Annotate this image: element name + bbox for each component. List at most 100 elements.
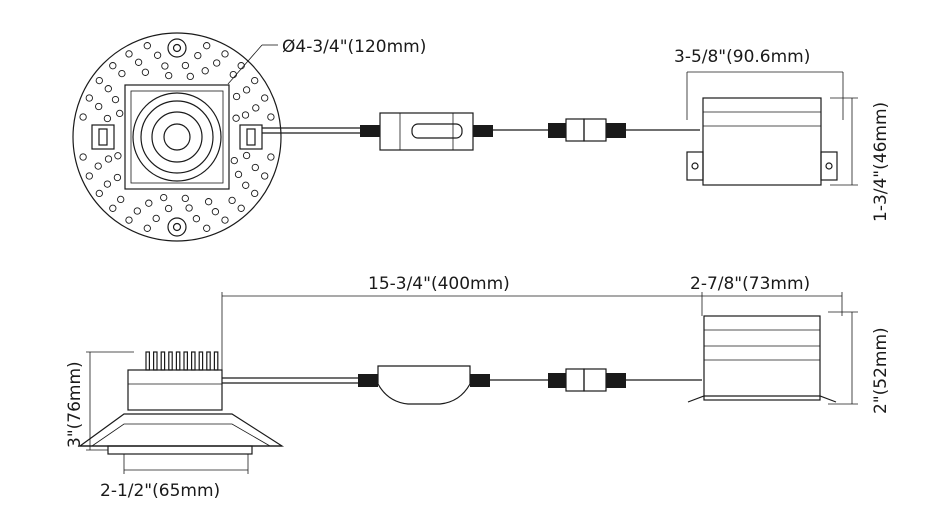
driver-mount-feet xyxy=(687,395,837,403)
reflector-outer xyxy=(132,92,222,182)
heat-sink-fin xyxy=(206,351,211,371)
perforation-hole xyxy=(164,204,173,213)
perforation-hole xyxy=(181,61,190,70)
perforation-hole xyxy=(204,198,213,206)
trim-ring-outline xyxy=(72,32,282,242)
perforation-hole xyxy=(103,180,112,188)
perforation-hole xyxy=(181,194,189,203)
fixture-body xyxy=(127,369,223,411)
cutout-label: 2-1/2"(65mm) xyxy=(100,481,220,501)
perforation-hole xyxy=(221,50,229,58)
top-view-cable xyxy=(262,112,700,151)
perforation-hole xyxy=(85,94,93,102)
top-view-light-fixture xyxy=(72,32,282,242)
junction-box-switch xyxy=(411,123,463,139)
perforation-hole xyxy=(109,204,117,212)
perforation-hole xyxy=(228,196,236,205)
bottom-mount-tab xyxy=(167,217,187,237)
perforation-hole xyxy=(261,94,269,102)
perforation-hole xyxy=(79,153,87,161)
side-connector-male xyxy=(548,373,566,388)
perforation-hole xyxy=(251,76,259,85)
perforation-hole xyxy=(94,162,102,170)
heat-sink-fin xyxy=(183,351,189,371)
left-spring-clip xyxy=(91,124,115,150)
inline-junction-box xyxy=(379,112,474,151)
perforation-hole xyxy=(232,114,240,122)
perforation-hole xyxy=(111,95,120,104)
side-view-driver xyxy=(687,292,858,405)
perforation-hole xyxy=(194,51,202,60)
perforation-hole xyxy=(192,215,201,223)
perforation-hole xyxy=(165,71,173,80)
driver-box-top xyxy=(702,97,822,186)
perforation-hole xyxy=(237,204,245,212)
driver-length-label: 2-7/8"(73mm) xyxy=(690,274,810,294)
perforation-hole xyxy=(242,86,251,94)
trim-flange xyxy=(78,413,285,447)
perforation-hole xyxy=(134,58,143,66)
perforation-hole xyxy=(203,42,211,50)
perforation-hole xyxy=(203,224,211,232)
perforation-hole xyxy=(85,172,93,180)
perforation-hole xyxy=(116,109,124,118)
perforation-hole xyxy=(213,59,221,67)
perforation-hole xyxy=(133,207,141,215)
square-housing xyxy=(124,84,230,190)
fixture-height-label: 3"(76mm) xyxy=(65,361,85,448)
heat-sink-fin xyxy=(145,351,151,371)
perforation-hole xyxy=(103,114,112,123)
perforation-hole xyxy=(251,189,259,198)
perforation-hole xyxy=(241,111,250,119)
top-connector-female xyxy=(583,118,607,142)
perforation-hole xyxy=(143,42,151,50)
heat-sink-fins xyxy=(145,351,219,371)
perforation-hole xyxy=(114,152,122,160)
side-junction-box xyxy=(377,365,471,405)
perforation-hole xyxy=(229,70,237,79)
perforation-hole xyxy=(230,156,238,165)
perforation-hole xyxy=(141,68,150,76)
perforation-hole xyxy=(118,69,126,78)
perforation-hole xyxy=(242,181,250,189)
heat-sink-fin xyxy=(153,351,158,371)
driver-box-side xyxy=(703,315,821,401)
side-connector-female xyxy=(583,368,607,392)
perforation-hole xyxy=(186,72,194,81)
side-view-light-fixture xyxy=(78,351,285,474)
top-view-driver xyxy=(686,71,858,186)
trim-bezel xyxy=(107,445,253,455)
heat-sink-fin xyxy=(213,351,219,371)
perforation-hole xyxy=(109,62,117,70)
perforation-hole xyxy=(104,85,112,93)
perforation-hole xyxy=(125,50,133,58)
right-spring-clip xyxy=(239,124,263,150)
heat-sink-fin xyxy=(175,351,181,371)
perforation-hole xyxy=(232,92,241,101)
perforation-hole xyxy=(95,189,103,198)
perforation-hole xyxy=(251,163,259,172)
top-connector-male xyxy=(548,123,566,138)
side-view-cable xyxy=(221,292,702,405)
heat-sink-fin xyxy=(191,351,196,371)
heat-sink-fin xyxy=(168,351,173,371)
perforation-hole xyxy=(113,173,122,182)
perforation-hole xyxy=(252,104,260,112)
driver-right-ear xyxy=(820,151,838,181)
perforation-hole xyxy=(267,113,275,121)
perforation-hole xyxy=(242,151,251,160)
perforation-hole xyxy=(211,208,220,216)
perforation-hole xyxy=(117,195,125,204)
perforation-hole xyxy=(160,193,168,202)
driver-height-label: 1-3/4"(46mm) xyxy=(871,102,891,222)
lens xyxy=(163,123,191,151)
perforation-hole xyxy=(153,51,162,59)
driver-left-ear xyxy=(686,151,704,181)
diameter-leader-line xyxy=(227,44,263,85)
driver-side-height-label: 2"(52mm) xyxy=(871,327,891,414)
perforation-hole xyxy=(104,155,113,163)
perforation-hole xyxy=(95,102,103,111)
perforation-hole xyxy=(152,214,160,223)
perforation-hole xyxy=(201,67,209,75)
